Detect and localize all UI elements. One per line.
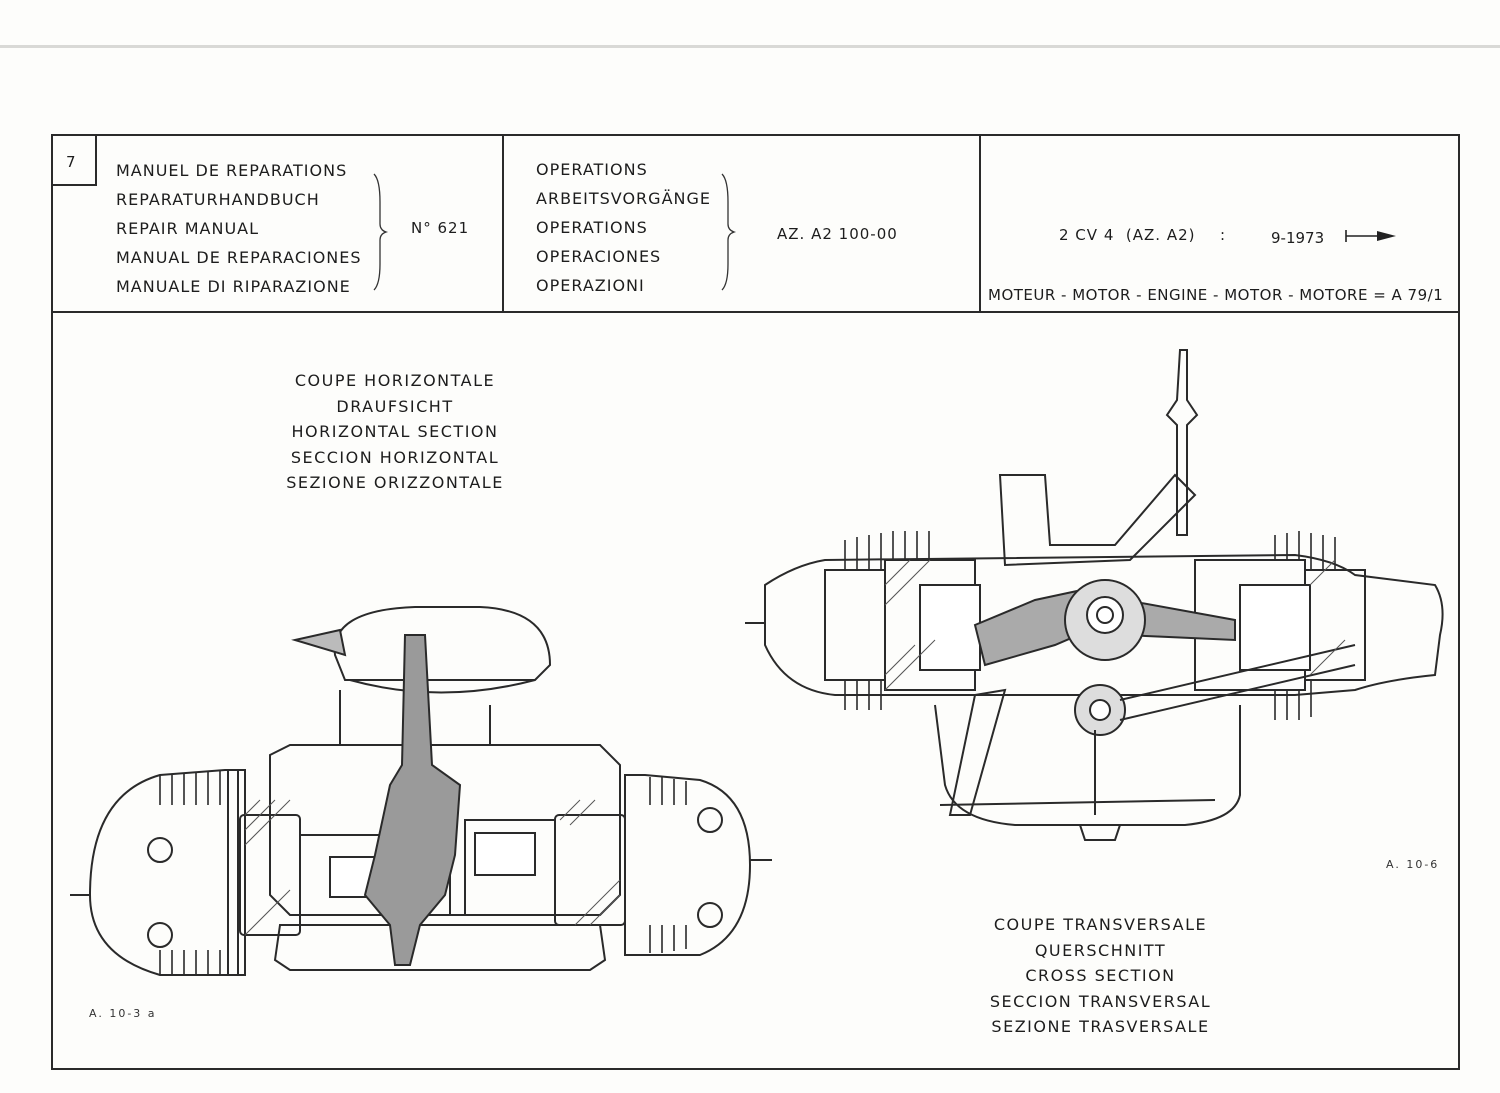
manual-sheet-frame bbox=[51, 134, 1460, 1070]
cross-caption-it: SEZIONE TRASVERSALE bbox=[991, 1017, 1210, 1036]
header-bottom-divider bbox=[52, 311, 1459, 313]
manual-title-es: MANUAL DE REPARACIONES bbox=[116, 248, 362, 267]
manual-title-fr: MANUEL DE REPARATIONS bbox=[116, 161, 348, 180]
manual-title-list: MANUEL DE REPARATIONS REPARATURHANDBUCH … bbox=[116, 156, 362, 301]
cross-caption-en: CROSS SECTION bbox=[1025, 966, 1176, 985]
cross-caption-fr: COUPE TRANSVERSALE bbox=[993, 915, 1208, 934]
cross-section-captions: COUPE TRANSVERSALE QUERSCHNITT CROSS SEC… bbox=[973, 912, 1228, 1040]
horizontal-section-engine-drawing bbox=[70, 606, 772, 976]
manual-brace-icon bbox=[373, 173, 389, 291]
horizontal-caption-en: HORIZONTAL SECTION bbox=[291, 422, 499, 441]
arrow-right-icon bbox=[1345, 230, 1396, 242]
manual-title-de: REPARATURHANDBUCH bbox=[116, 190, 320, 209]
vehicle-date: 9-1973 bbox=[1271, 229, 1325, 247]
horizontal-caption-es: SECCION HORIZONTAL bbox=[290, 447, 500, 467]
cross-section-engine-drawing bbox=[745, 349, 1444, 841]
page-top-rule bbox=[0, 45, 1500, 48]
operations-title-de: ARBEITSVORGÄNGE bbox=[536, 189, 711, 208]
operations-brace-icon bbox=[721, 173, 737, 291]
manual-number: N° 621 bbox=[411, 219, 470, 237]
operations-title-it: OPERAZIONI bbox=[536, 276, 645, 295]
header-divider-1 bbox=[502, 136, 504, 312]
cross-caption-de: QUERSCHNITT bbox=[1034, 940, 1167, 960]
operations-title-list: OPERATIONS ARBEITSVORGÄNGE OPERATIONS OP… bbox=[536, 155, 711, 300]
vehicle-model: 2 CV 4 (AZ. A2) bbox=[1059, 226, 1196, 244]
horizontal-caption-fr: COUPE HORIZONTALE bbox=[294, 371, 496, 390]
cross-figure-ref: A. 10-6 bbox=[1386, 858, 1440, 871]
manual-title-it: MANUALE DI RIPARAZIONE bbox=[116, 277, 351, 296]
page-number: 7 bbox=[66, 153, 76, 171]
vehicle-separator: : bbox=[1220, 226, 1227, 244]
horizontal-caption-it: SEZIONE ORIZZONTALE bbox=[286, 473, 504, 492]
operations-title-en: OPERATIONS bbox=[536, 218, 648, 237]
horizontal-section-captions: COUPE HORIZONTALE DRAUFSICHT HORIZONTAL … bbox=[270, 368, 520, 496]
horizontal-figure-ref: A. 10-3 a bbox=[89, 1007, 157, 1020]
engine-line: MOTEUR - MOTOR - ENGINE - MOTOR - MOTORE… bbox=[988, 286, 1444, 304]
horizontal-caption-de: DRAUFSICHT bbox=[336, 396, 454, 416]
operations-title-fr: OPERATIONS bbox=[536, 160, 648, 179]
operations-title-es: OPERACIONES bbox=[536, 247, 662, 266]
manual-title-en: REPAIR MANUAL bbox=[116, 219, 260, 238]
operation-code: AZ. A2 100-00 bbox=[777, 225, 898, 243]
page-number-box bbox=[52, 136, 97, 186]
cross-caption-es: SECCION TRANSVERSAL bbox=[989, 991, 1212, 1011]
header-divider-2 bbox=[979, 136, 981, 312]
